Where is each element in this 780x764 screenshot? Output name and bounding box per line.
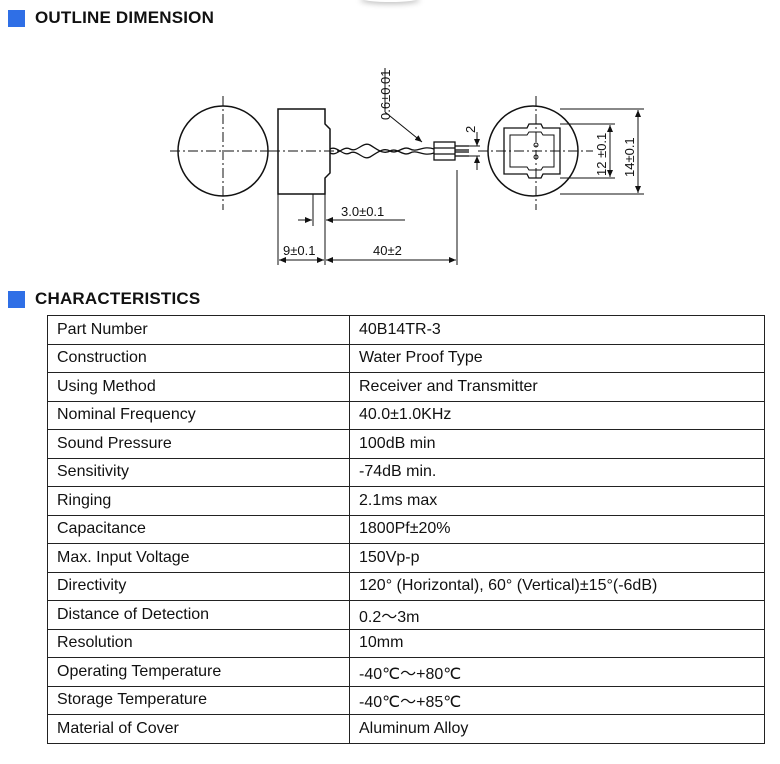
- front-view: [170, 96, 277, 210]
- spec-label: Distance of Detection: [47, 600, 350, 630]
- spec-value: 0.2～3m: [349, 600, 765, 630]
- table-row: Sensitivity-74dB min.: [47, 457, 765, 487]
- spec-label: Operating Temperature: [47, 657, 350, 687]
- dim-wire-dia: 0.6±0.01: [378, 69, 393, 120]
- height-dims: [560, 108, 644, 195]
- table-row: Operating Temperature-40℃～+80℃: [47, 657, 765, 687]
- dim-pin-pitch: 2: [463, 126, 478, 133]
- spec-label: Using Method: [47, 372, 350, 402]
- spec-value: 1800Pf±20%: [349, 514, 765, 544]
- spec-value: 150Vp-p: [349, 543, 765, 573]
- top-shadow: [360, 0, 420, 2]
- section-marker-icon: [8, 9, 25, 27]
- characteristics-section-header: CHARACTERISTICS: [8, 289, 200, 309]
- section-marker-icon: [8, 290, 25, 308]
- spec-value: Water Proof Type: [349, 343, 765, 373]
- twisted-lead-wires: [329, 143, 435, 159]
- spec-label: Sensitivity: [47, 457, 350, 487]
- spec-value: -74dB min.: [349, 457, 765, 487]
- length-dims: [277, 170, 458, 265]
- spec-value: 120° (Horizontal), 60° (Vertical)±15°(-6…: [349, 571, 765, 601]
- wire-dia-leader: [384, 68, 423, 143]
- spec-value: 10mm: [349, 628, 765, 658]
- dim-inner-height: 12 ±0.1: [594, 133, 609, 176]
- dim-body-length: 9±0.1: [283, 243, 315, 258]
- table-row: Storage Temperature-40℃～+85℃: [47, 685, 765, 715]
- connector: [433, 141, 469, 161]
- spec-value: 100dB min: [349, 429, 765, 459]
- side-view-body: [270, 108, 340, 195]
- spec-label: Sound Pressure: [47, 429, 350, 459]
- spec-label: Nominal Frequency: [47, 400, 350, 430]
- dim-lead-length: 40±2: [373, 243, 402, 258]
- outline-section-header: OUTLINE DIMENSION: [8, 8, 214, 28]
- spec-value: 2.1ms max: [349, 486, 765, 516]
- spec-value: Receiver and Transmitter: [349, 372, 765, 402]
- spec-label: Max. Input Voltage: [47, 543, 350, 573]
- outline-section-title: OUTLINE DIMENSION: [35, 8, 215, 27]
- spec-value: -40℃～+80℃: [349, 657, 765, 687]
- spec-value: 40.0±1.0KHz: [349, 400, 765, 430]
- rear-view: [478, 96, 593, 210]
- spec-label: Ringing: [47, 486, 350, 516]
- dim-pin-length: 3.0±0.1: [341, 204, 384, 219]
- spec-value: -40℃～+85℃: [349, 685, 765, 715]
- dim-outer-height: 14±0.1: [622, 137, 637, 177]
- outline-drawing: 0.6±0.01 2 12 ±0.1 14±0.1 3.0±0.1 9±0.1 …: [170, 68, 644, 265]
- spec-label: Part Number: [47, 315, 350, 345]
- spec-label: Storage Temperature: [47, 685, 350, 715]
- spec-label: Construction: [47, 343, 350, 373]
- characteristics-section-title: CHARACTERISTICS: [35, 289, 201, 308]
- spec-label: Directivity: [47, 571, 350, 601]
- spec-label: Capacitance: [47, 514, 350, 544]
- pin-pitch-dim: [469, 132, 480, 170]
- spec-value: 40B14TR-3: [349, 315, 765, 345]
- spec-value: Aluminum Alloy: [349, 714, 765, 744]
- spec-label: Resolution: [47, 628, 350, 658]
- spec-label: Material of Cover: [47, 714, 350, 744]
